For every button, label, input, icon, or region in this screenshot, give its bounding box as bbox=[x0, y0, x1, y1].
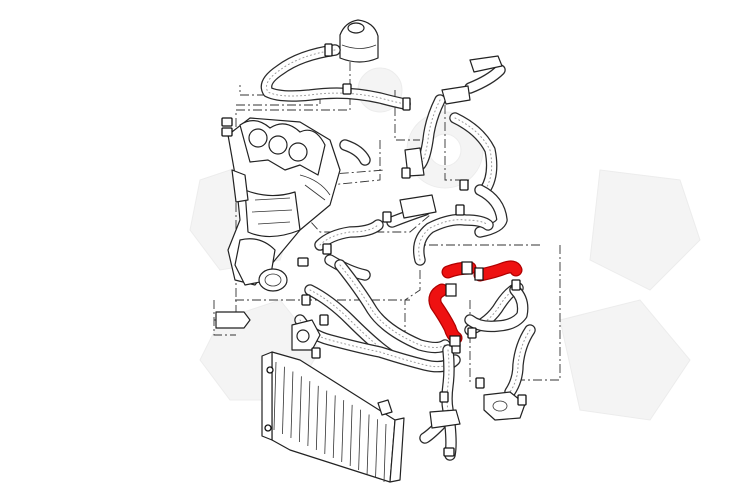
expansion-tank-icon bbox=[339, 19, 379, 63]
radiator-icon bbox=[261, 351, 405, 483]
coolant-pump-icon bbox=[215, 55, 526, 429]
engine-block-icon bbox=[227, 117, 341, 292]
radiator-fin bbox=[383, 423, 387, 483]
coolant-hose-upper-right bbox=[441, 260, 523, 282]
radiator-fin bbox=[315, 385, 319, 451]
hose-clamp-icon bbox=[221, 43, 527, 457]
radiator-fin bbox=[366, 414, 370, 475]
radiator-fin bbox=[282, 366, 285, 435]
radiator-fin bbox=[375, 419, 378, 479]
radiator-fin bbox=[332, 395, 336, 459]
radiator-fin bbox=[307, 381, 311, 447]
radiator-fin bbox=[349, 404, 353, 467]
radiator-fin bbox=[290, 371, 294, 439]
radiator-fin bbox=[341, 400, 345, 463]
hoses-middle bbox=[294, 139, 494, 373]
coolant-hose-lower-left bbox=[428, 283, 463, 347]
radiator-fin bbox=[358, 409, 362, 471]
radiator-fin bbox=[324, 390, 328, 455]
radiator-fin bbox=[273, 361, 277, 431]
radiator-fin bbox=[298, 376, 302, 443]
